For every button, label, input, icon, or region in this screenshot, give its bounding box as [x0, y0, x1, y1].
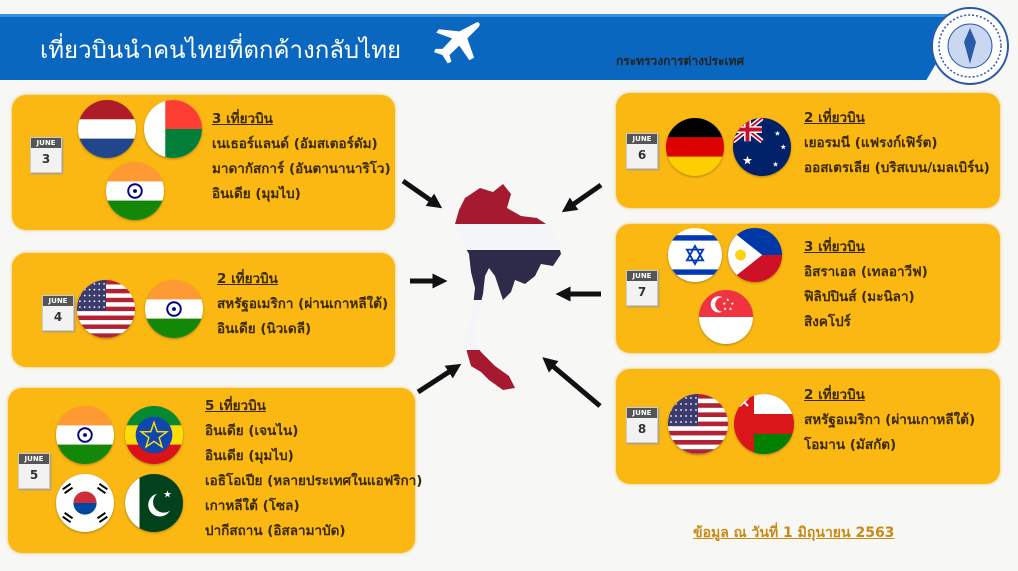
flag-ethiopia-icon — [125, 406, 183, 464]
airplane-icon — [433, 22, 480, 64]
ministry-label: กระทรวงการต่างประเทศ — [616, 54, 745, 68]
flag-madagascar-icon — [144, 100, 202, 158]
flag-germany-icon — [666, 118, 724, 176]
flag-israel-icon — [668, 228, 722, 282]
flight-details: 2 เที่ยวบินสหรัฐอเมริกา (ผ่านเกาหลีใต้)อ… — [217, 271, 389, 337]
flag-usa-icon — [668, 394, 728, 454]
flag-pakistan-icon — [125, 474, 183, 532]
data-as-of-note: ข้อมูล ณ วันที่ 1 มิถุนายน 2563 — [693, 525, 895, 541]
thailand-map-flag — [455, 184, 561, 390]
flag-south-korea-icon — [56, 474, 114, 532]
flag-netherlands-icon — [78, 100, 136, 158]
flight-details: 3 เที่ยวบินอิสราเอล (เทลอาวีฟ)ฟิลิปปินส์… — [804, 239, 928, 330]
flag-singapore-icon — [699, 290, 753, 344]
flight-details: 3 เที่ยวบินเนเธอร์แลนด์ (อัมสเตอร์ดัม)มา… — [212, 111, 391, 202]
flag-india-icon — [145, 280, 203, 338]
flight-details: 5 เที่ยวบินอินเดีย (เจนไน)อินเดีย (มุมไบ… — [205, 398, 423, 539]
flag-india-icon — [106, 162, 164, 220]
arrow-icon — [401, 178, 443, 209]
flag-philippines-icon — [728, 228, 782, 282]
page-title: เที่ยวบินนำคนไทยที่ตกค้างกลับไทย — [40, 36, 402, 64]
ministry-seal-logo — [931, 7, 1009, 85]
header-banner — [0, 14, 965, 80]
flag-india-icon — [56, 406, 114, 464]
flag-oman-icon — [734, 394, 794, 454]
flight-details: 2 เที่ยวบินเยอรมนี (แฟรงก์เฟิร์ต)ออสเตรเ… — [804, 110, 990, 176]
flag-australia-icon — [733, 118, 791, 176]
flight-details: 2 เที่ยวบินสหรัฐอเมริกา (ผ่านเกาหลีใต้)โ… — [804, 387, 976, 453]
flag-usa-icon — [77, 280, 135, 338]
